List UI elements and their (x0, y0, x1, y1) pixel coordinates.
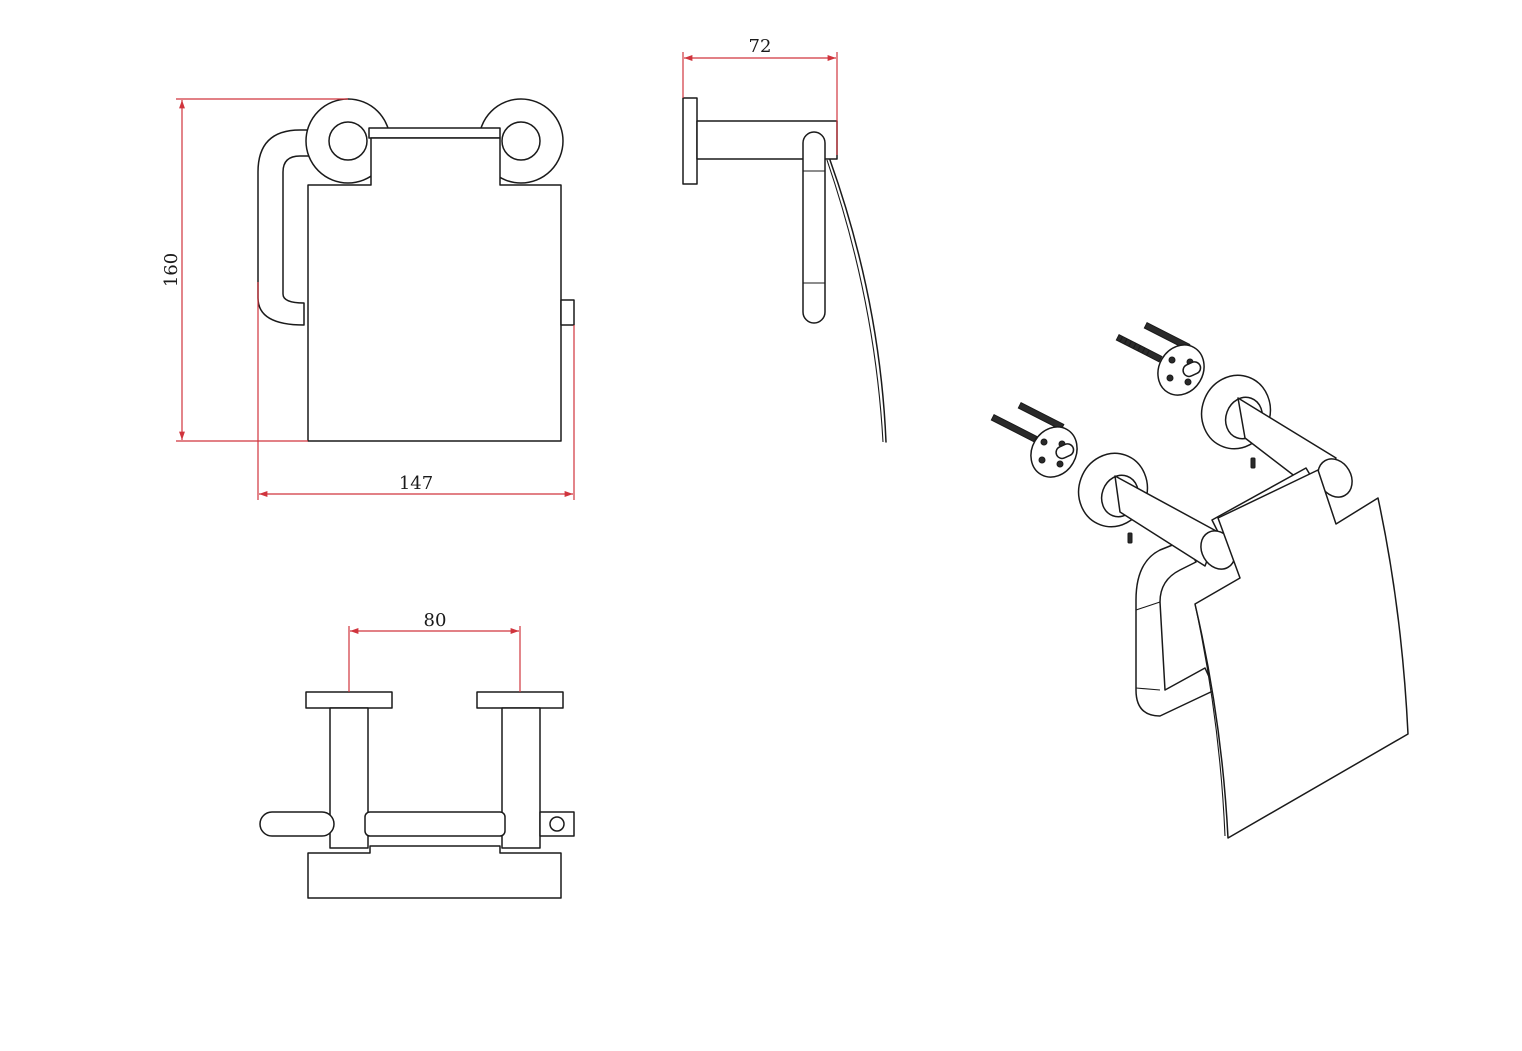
bottom-post-right (501, 707, 541, 849)
mount-plate-lower (1030, 426, 1078, 478)
front-side-arm (257, 129, 313, 326)
bottom-view: 80 (259, 610, 575, 899)
iso-side-arm (1135, 539, 1216, 717)
side-view: 72 (682, 36, 887, 443)
iso-cover-plate (1194, 469, 1409, 839)
side-wall-plate (682, 97, 698, 185)
dim-label-height: 160 (161, 253, 182, 287)
isometric-view (990, 321, 1409, 839)
side-vertical-bar (802, 131, 826, 324)
front-rosette-left-inner (328, 121, 368, 161)
bottom-plate-left (305, 691, 393, 709)
dim-label-depth: 72 (749, 36, 772, 57)
iso-arm-left (1114, 475, 1219, 567)
front-view: 160 147 (161, 98, 575, 500)
bottom-plate-right (476, 691, 564, 709)
screw-upper-1 (1115, 333, 1163, 363)
side-cover-flap (829, 159, 887, 443)
screw-lower-2 (1017, 401, 1065, 431)
front-roller-tip (560, 299, 575, 326)
front-top-bar (368, 127, 501, 139)
screw-lower-1 (990, 413, 1038, 443)
bottom-roller (364, 811, 506, 837)
mount-plate-upper (1157, 344, 1205, 396)
front-cover-plate (307, 137, 562, 442)
bottom-roller-end-circle (549, 816, 565, 832)
bottom-cover (307, 845, 562, 899)
bottom-side-arm (259, 811, 335, 837)
dim-label-width: 147 (399, 473, 433, 494)
dim-label-spacing: 80 (424, 610, 447, 631)
front-rosette-right-inner (501, 121, 541, 161)
bottom-post-left (329, 707, 369, 849)
